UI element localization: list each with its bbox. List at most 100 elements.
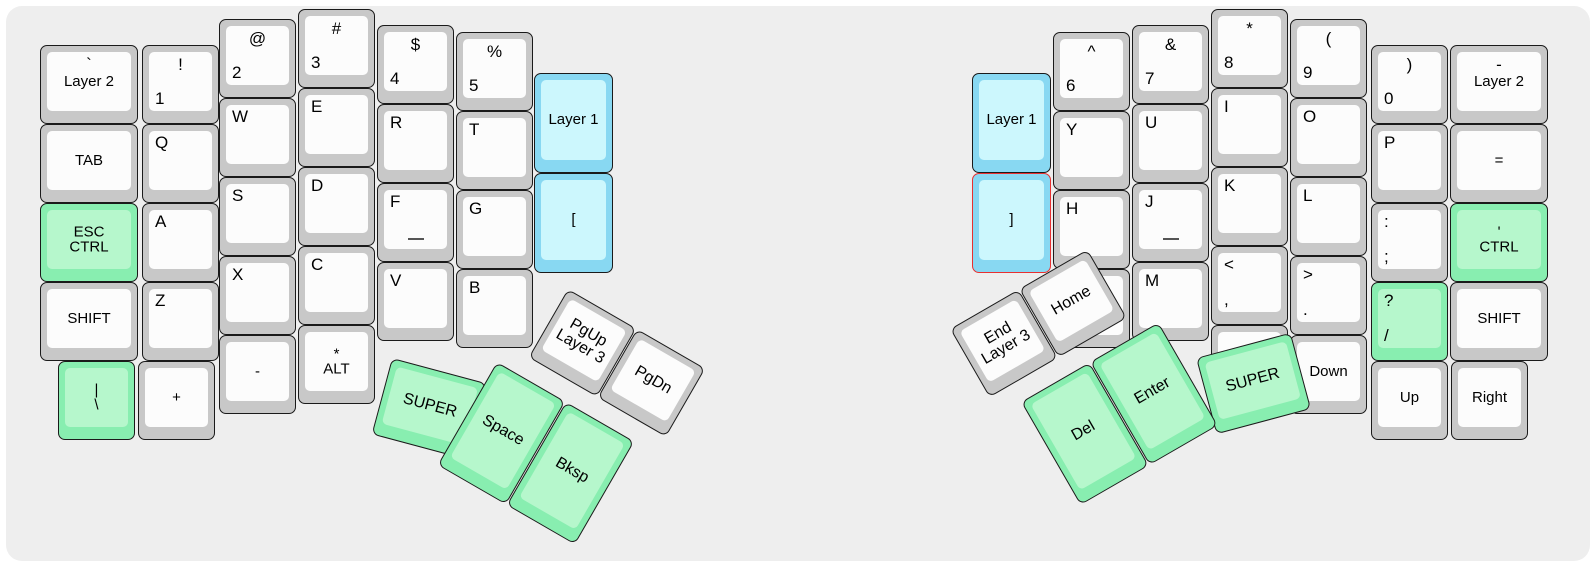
key-legend: B: [469, 278, 481, 297]
key-legend-bottom: 8: [1224, 53, 1234, 73]
key-legend: W: [232, 107, 249, 126]
key-minus[interactable]: -: [219, 335, 296, 414]
keycap: P: [1378, 131, 1441, 190]
key-5[interactable]: %5: [456, 32, 533, 111]
key-legend: PgDn: [631, 362, 675, 397]
key-layer1-right[interactable]: Layer 1: [972, 73, 1051, 173]
key-v[interactable]: V: [377, 262, 454, 341]
key-a[interactable]: A: [142, 203, 219, 282]
key-w[interactable]: W: [219, 98, 296, 177]
key-s[interactable]: S: [219, 177, 296, 256]
key-star-alt[interactable]: * ALT: [298, 325, 375, 404]
key-r[interactable]: R: [377, 104, 454, 183]
key-quote-ctrl[interactable]: ' CTRL: [1450, 203, 1548, 282]
key-layer1[interactable]: Layer 1: [534, 73, 613, 173]
keycap: -: [226, 342, 289, 401]
key-legend-middle: Layer 1: [986, 111, 1037, 129]
key-y[interactable]: Y: [1053, 111, 1130, 190]
key-legend-top: @: [248, 29, 267, 48]
key-legend: D: [311, 176, 324, 195]
keycap: :;: [1378, 210, 1441, 269]
keycap: (9: [1297, 26, 1360, 85]
key-tab[interactable]: TAB: [40, 124, 138, 203]
key-legend-top: -: [1496, 55, 1502, 74]
key-7[interactable]: &7: [1132, 25, 1209, 104]
keycap: V: [384, 269, 447, 328]
key-o[interactable]: O: [1290, 98, 1367, 177]
key-up[interactable]: Up: [1371, 361, 1448, 440]
key-j[interactable]: J: [1132, 183, 1209, 262]
key-legend-middle: Up: [1399, 388, 1420, 406]
key-legend: O: [1303, 107, 1317, 126]
key-plus[interactable]: +: [138, 361, 215, 440]
key-shift-right[interactable]: SHIFT: [1450, 282, 1548, 361]
key-slash[interactable]: ?/: [1371, 282, 1448, 361]
key-1[interactable]: !1: [142, 45, 219, 124]
keycap: W: [226, 105, 289, 164]
key-4[interactable]: $4: [377, 25, 454, 104]
keycap: X: [226, 263, 289, 322]
keycap: M: [1139, 269, 1202, 328]
keycap: S: [226, 184, 289, 243]
key-legend-bottom: ,: [1224, 290, 1229, 310]
key-legend-middle: ]: [1009, 211, 1014, 229]
key-2[interactable]: @2: [219, 19, 296, 98]
key-esc-ctrl[interactable]: ESC CTRL: [40, 203, 138, 282]
key-d[interactable]: D: [298, 167, 375, 246]
keycap: $4: [384, 32, 447, 91]
key-x[interactable]: X: [219, 256, 296, 335]
key-right[interactable]: Right: [1451, 361, 1528, 440]
key-g[interactable]: G: [456, 190, 533, 269]
key-bracket-left[interactable]: [: [534, 173, 613, 273]
key-legend-middle: SHIFT: [1477, 309, 1521, 327]
key-e[interactable]: E: [298, 88, 375, 167]
key-q[interactable]: Q: [142, 124, 219, 203]
key-bracket-right[interactable]: ]: [972, 173, 1051, 273]
key-f[interactable]: F: [377, 183, 454, 262]
key-u[interactable]: U: [1132, 104, 1209, 183]
key-z[interactable]: Z: [142, 282, 219, 361]
key-legend: ESC CTRL: [69, 222, 109, 256]
key-legend: Q: [155, 133, 169, 152]
key-m[interactable]: M: [1132, 262, 1209, 341]
keycap: >.: [1297, 263, 1360, 322]
key-p[interactable]: P: [1371, 124, 1448, 203]
key-comma[interactable]: <,: [1211, 246, 1288, 325]
keycap: | \: [65, 368, 128, 427]
key-9[interactable]: (9: [1290, 19, 1367, 98]
key-legend-middle: Layer 2: [63, 72, 115, 90]
keycap: [: [541, 180, 606, 260]
key-0[interactable]: )0: [1371, 45, 1448, 124]
key-colon-semi[interactable]: :;: [1371, 203, 1448, 282]
key-legend: E: [311, 97, 323, 116]
key-legend: I: [1224, 97, 1229, 116]
key-equals[interactable]: =: [1450, 124, 1548, 203]
key-legend-top: $: [410, 35, 421, 54]
key-legend-top: ?: [1384, 291, 1394, 310]
key-h[interactable]: H: [1053, 190, 1130, 269]
keycap: I: [1218, 95, 1281, 154]
key-legend: Del: [1068, 417, 1098, 444]
key-b[interactable]: B: [456, 269, 533, 348]
keycap: E: [305, 95, 368, 154]
key-k[interactable]: K: [1211, 167, 1288, 246]
key-period[interactable]: >.: [1290, 256, 1367, 335]
key-t[interactable]: T: [456, 111, 533, 190]
keycap: SHIFT: [47, 289, 131, 348]
keycap: )0: [1378, 52, 1441, 111]
keycap: Right: [1458, 368, 1521, 427]
key-pipe-backslash[interactable]: | \: [58, 361, 135, 440]
key-grave-layer2[interactable]: `Layer 2: [40, 45, 138, 124]
key-i[interactable]: I: [1211, 88, 1288, 167]
key-6[interactable]: ^6: [1053, 32, 1130, 111]
key-minus-layer2[interactable]: -Layer 2: [1450, 45, 1548, 124]
keycap: Z: [149, 289, 212, 348]
key-legend-top: #: [331, 19, 342, 38]
key-l[interactable]: L: [1290, 177, 1367, 256]
key-shift-left[interactable]: SHIFT: [40, 282, 138, 361]
key-3[interactable]: #3: [298, 9, 375, 88]
key-c[interactable]: C: [298, 246, 375, 325]
keycap: G: [463, 197, 526, 256]
key-8[interactable]: *8: [1211, 9, 1288, 88]
key-legend: F: [390, 192, 401, 211]
